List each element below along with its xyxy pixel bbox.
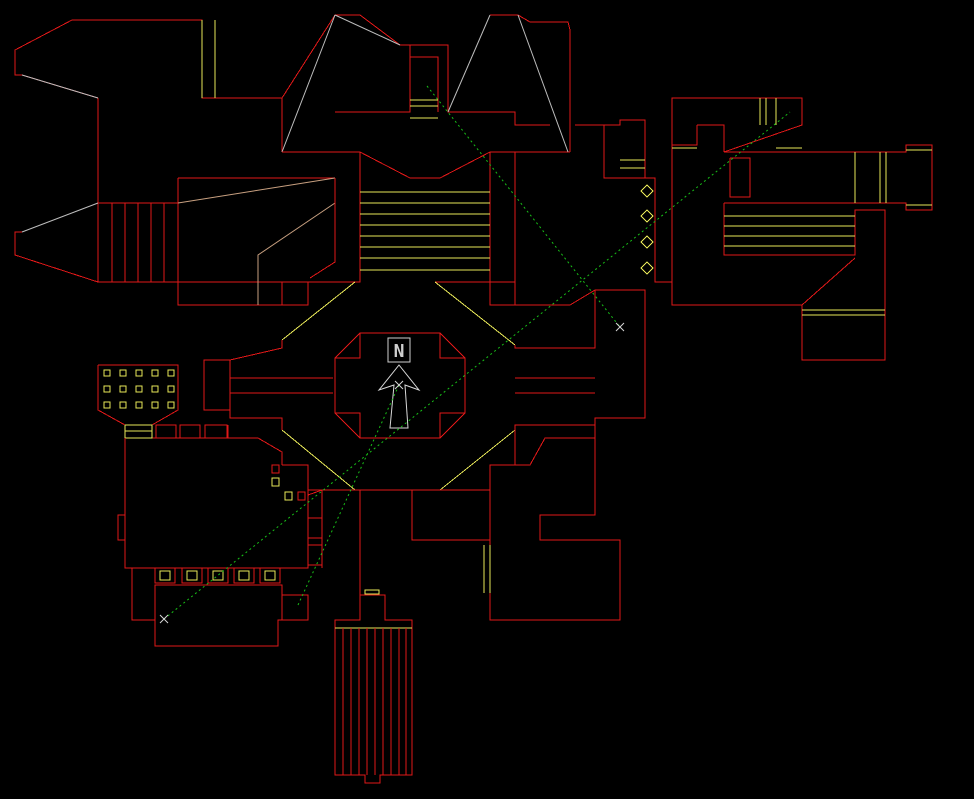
diamond-icon — [640, 184, 654, 198]
south-corridor — [334, 490, 413, 784]
northeast-stairs — [724, 215, 885, 316]
north-stairs — [360, 191, 490, 271]
trace-lines — [163, 85, 791, 620]
west-stairs — [111, 203, 165, 282]
diamond-icon — [640, 209, 654, 223]
x-markers — [159, 322, 625, 624]
diamond-icon — [640, 261, 654, 275]
x-mark-icon — [394, 380, 404, 390]
north-marker-icon — [387, 337, 411, 363]
south-stairs — [335, 627, 412, 775]
pickup-diamonds — [640, 184, 654, 275]
north-marker: N — [334, 332, 466, 439]
north-label: N — [394, 341, 405, 362]
west-building — [14, 19, 336, 306]
southwest-building — [97, 364, 323, 647]
northeast-annex — [575, 97, 933, 361]
x-mark-icon — [615, 322, 625, 332]
player-arrow-icon — [377, 364, 421, 429]
southwest-grid — [103, 369, 175, 409]
x-mark-icon — [159, 614, 169, 624]
southeast-building — [411, 425, 621, 621]
central-plaza — [203, 281, 646, 491]
diamond-icon — [640, 235, 654, 249]
north-building — [281, 14, 571, 283]
